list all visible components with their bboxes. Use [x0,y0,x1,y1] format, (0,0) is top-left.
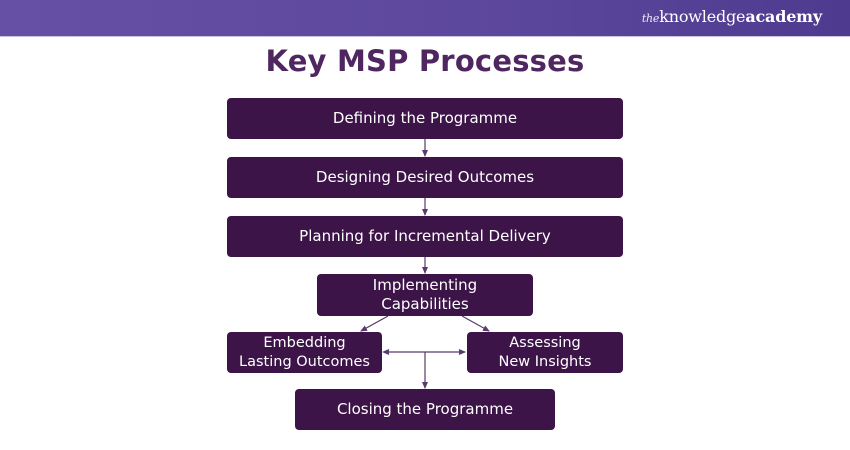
node-closing-the-programme: Closing the Programme [295,389,555,430]
node-label-line1: Assessing [509,334,581,351]
node-label: Defining the Programme [332,109,518,127]
brand-name-part2: academy [745,7,822,26]
node-defining-the-programme: Defining the Programme [227,98,623,139]
node-label-line2: New Insights [498,353,592,370]
node-label-line1: Implementing [372,276,478,294]
node-label-line2: Capabilities [381,295,469,313]
node-planning-incremental-delivery: Planning for Incremental Delivery [227,216,623,257]
node-label: Designing Desired Outcomes [315,168,535,186]
header-banner: theknowledgeacademy [0,0,850,37]
brand-logo: theknowledgeacademy [642,7,822,26]
node-label: Planning for Incremental Delivery [299,227,551,245]
node-label-line2: Lasting Outcomes [239,353,370,370]
node-designing-desired-outcomes: Designing Desired Outcomes [227,157,623,198]
brand-prefix: the [641,12,660,25]
node-embedding-lasting-outcomes: Embedding Lasting Outcomes [227,332,382,373]
diagram-title: Key MSP Processes [265,44,585,78]
node-implementing-capabilities: Implementing Capabilities [317,274,533,316]
node-assessing-new-insights: Assessing New Insights [467,332,623,373]
arrow-implement-to-assess [461,315,490,332]
node-label-line1: Embedding [263,334,346,351]
arrow-implement-to-embed [360,315,389,332]
brand-name-part1: knowledge [659,7,746,26]
node-label: Closing the Programme [336,400,514,418]
